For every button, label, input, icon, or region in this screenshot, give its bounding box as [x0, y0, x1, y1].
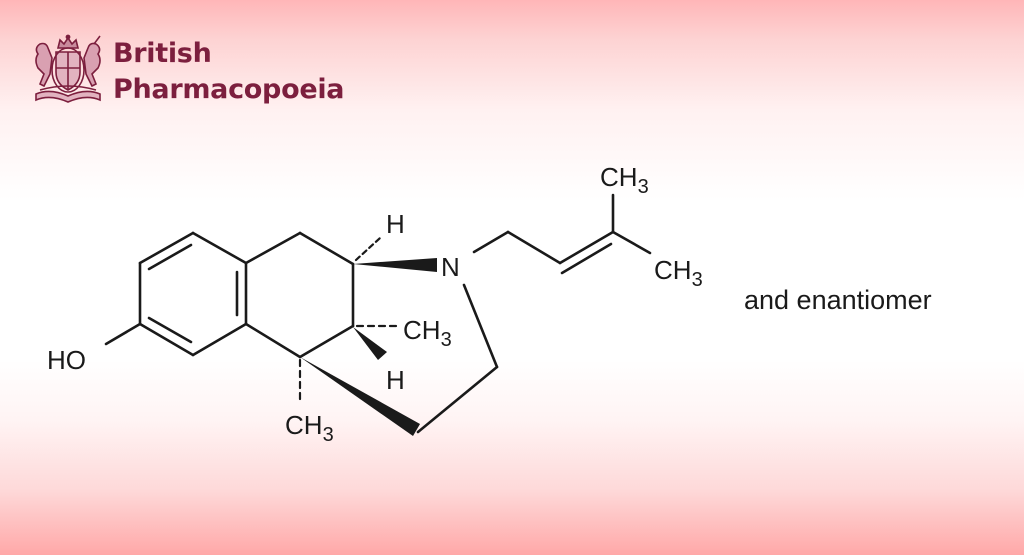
alkene-double-bond [558, 230, 615, 265]
dashed-bond-h-top [354, 236, 382, 262]
label-ch3-top-right: CH3 [600, 162, 649, 198]
n-side-chain-bond [472, 230, 510, 254]
british-pharmacopoeia-logo: British Pharmacopoeia [30, 34, 370, 110]
label-h-mid: H [386, 365, 405, 395]
caption-and-enantiomer: and enantiomer [744, 285, 932, 315]
label-ch3-bottom-sub: 3 [323, 424, 334, 446]
label-ch3-mid-text: CH [403, 315, 441, 345]
label-ch3-bottom-text: CH [285, 410, 323, 440]
n-ring-bond-2 [416, 365, 499, 434]
ho-bond [104, 322, 142, 346]
label-ch3-top-right-text: CH [600, 162, 638, 192]
wedge-bond-bridge [300, 357, 420, 436]
label-ch3-right-sub: 3 [692, 269, 703, 291]
saturated-ring [244, 231, 355, 359]
wedge-bond-c3-h [353, 327, 387, 360]
brand-name-line2: Pharmacopoeia [113, 74, 345, 105]
label-ch3-mid-sub: 3 [441, 329, 452, 351]
label-ch3-mid: CH3 [403, 315, 452, 351]
n-ring-bond-1 [462, 283, 499, 369]
wedge-bond-c2-n [353, 258, 437, 272]
label-n: N [441, 252, 460, 282]
label-ch3-top-right-sub: 3 [638, 176, 649, 198]
label-ch3-right-text: CH [654, 255, 692, 285]
benzene-ring [138, 231, 248, 357]
label-ch3-bottom: CH3 [285, 410, 334, 446]
brand-name-line1: British [113, 38, 212, 69]
label-h-top: H [386, 209, 405, 239]
label-ho: HO [47, 345, 86, 375]
royal-coat-of-arms-icon [35, 34, 101, 103]
label-ch3-right: CH3 [654, 255, 703, 291]
